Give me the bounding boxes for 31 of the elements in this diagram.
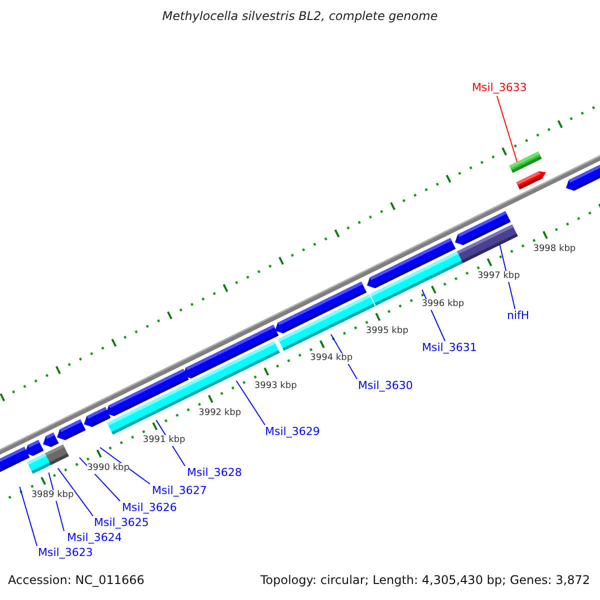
leader-line <box>496 96 518 162</box>
gene-arrow <box>509 152 542 173</box>
gene-label: Msil_3631 <box>422 341 477 355</box>
scale-label: 3997 kbp <box>477 271 520 282</box>
gene-label: Msil_3628 <box>187 466 242 480</box>
scale-label: 3993 kbp <box>254 380 297 392</box>
gene-label: nifH <box>507 309 530 323</box>
leader-line <box>57 468 94 516</box>
gene-label: Msil_3623 <box>38 546 93 560</box>
scale-label: 3996 kbp <box>422 298 464 310</box>
leader-line <box>236 380 266 426</box>
leader-line <box>100 447 150 484</box>
leader-line <box>19 486 38 546</box>
scale-label: 3995 kbp <box>366 326 408 337</box>
accession-text: Accession: NC_011666 <box>8 573 144 588</box>
scale-label: 3994 kbp <box>310 353 353 364</box>
gene-label: Msil_3624 <box>67 531 122 545</box>
scale-label: 3998 kbp <box>533 244 576 255</box>
title: Methylocella silvestris BL2, complete genome <box>161 9 439 23</box>
gene-arrow <box>457 224 518 264</box>
gene-label: Msil_3629 <box>265 425 320 439</box>
gene-label: Msil_3627 <box>152 484 207 498</box>
scale-label: 3991 kbp <box>142 435 186 446</box>
gene-label: Msil_3633 <box>472 81 527 95</box>
gene-label: Msil_3630 <box>358 379 413 393</box>
scale-label: 3989 kbp <box>31 490 74 501</box>
gene-label: Msil_3626 <box>122 501 177 515</box>
scale-label: 3990 kbp <box>87 462 130 474</box>
scale-label: 3992 kbp <box>198 408 242 419</box>
gene-label: Msil_3625 <box>94 516 149 530</box>
genome-info-text: Topology: circular; Length: 4,305,430 bp; Genes: 3,872 <box>260 573 590 588</box>
